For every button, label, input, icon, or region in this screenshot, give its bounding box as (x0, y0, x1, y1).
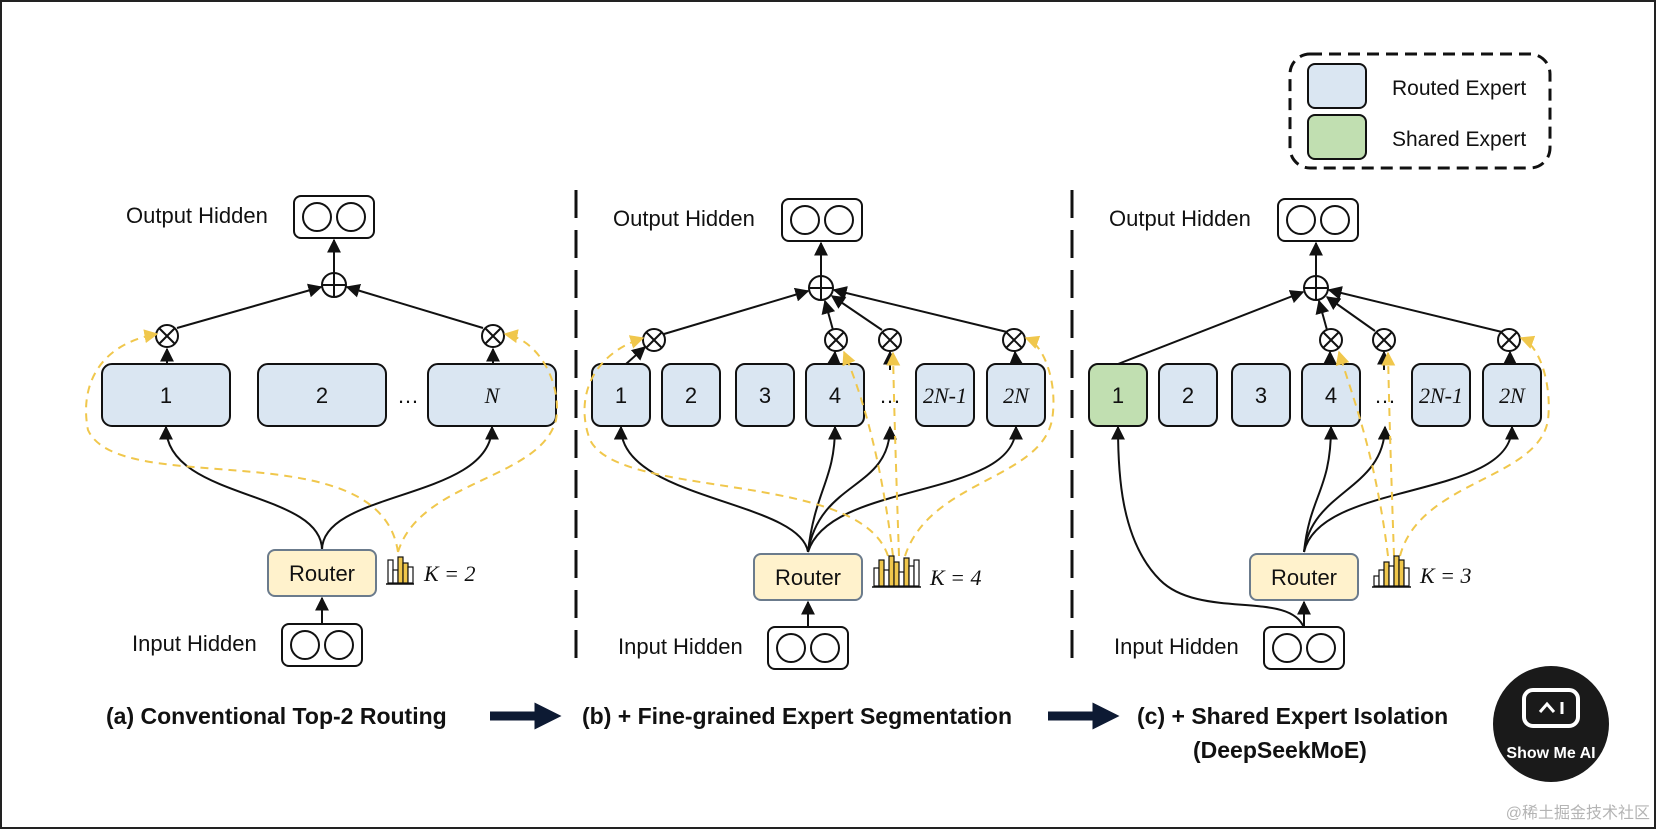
legend-routed-label: Routed Expert (1392, 77, 1526, 100)
legend-shared-label: Shared Expert (1392, 128, 1526, 151)
gate-histogram-icon (872, 555, 921, 588)
router-label: Router (775, 565, 841, 590)
legend-shared-swatch (1307, 114, 1367, 160)
robot-icon (1522, 688, 1580, 728)
output-hidden-vector (1277, 198, 1359, 242)
expert-label: 2N (1003, 383, 1030, 408)
expert-label: 2 (316, 383, 328, 408)
gate-histogram-icon (386, 556, 414, 585)
router-label: Router (1271, 565, 1337, 590)
caption-c: (c) + Shared Expert Isolation (1137, 703, 1448, 729)
expert-label: 2N-1 (923, 383, 967, 408)
multiply-node (1497, 328, 1521, 352)
k-label: K = 4 (929, 565, 982, 590)
multiply-node (155, 324, 179, 348)
routed-expert (735, 363, 795, 427)
sum-node (321, 272, 347, 298)
expert-label: 4 (829, 383, 841, 408)
watermark-badge: Show Me AI (1493, 666, 1609, 782)
expert-label: 1 (160, 383, 172, 408)
output-hidden-label: Output Hidden (126, 203, 268, 228)
corner-watermark: @稀土掘金技术社区 (1506, 804, 1650, 822)
ellipsis: … (397, 383, 419, 408)
gate-histogram-icon (1372, 555, 1411, 588)
multiply-node (642, 328, 666, 352)
input-hidden-vector (281, 623, 363, 667)
panel-a: Output Hidden 1 2 (85, 195, 558, 667)
caption-b: (b) + Fine-grained Expert Segmentation (582, 703, 1012, 729)
expert-label: 2 (1182, 383, 1194, 408)
panel-b: Output Hidden (583, 198, 1055, 670)
k-label: K = 3 (1419, 563, 1472, 588)
watermark-badge-text: Show Me AI (1506, 745, 1595, 762)
input-hidden-vector (767, 626, 849, 670)
multiply-node (1319, 328, 1343, 352)
sum-node (808, 275, 834, 301)
k-label: K = 2 (423, 561, 476, 586)
routed-expert (1231, 363, 1291, 427)
input-hidden-vector (1263, 626, 1345, 670)
input-hidden-label: Input Hidden (618, 634, 743, 659)
legend: Routed Expert Shared Expert (1288, 52, 1552, 170)
multiply-node (824, 328, 848, 352)
routed-expert (661, 363, 721, 427)
sum-node (1303, 275, 1329, 301)
output-hidden-label: Output Hidden (1109, 206, 1251, 231)
expert-label: 3 (759, 383, 771, 408)
routed-expert (1411, 363, 1471, 427)
routed-expert (1158, 363, 1218, 427)
output-hidden-vector (781, 198, 863, 242)
routed-expert (915, 363, 975, 427)
multiply-node (1002, 328, 1026, 352)
expert-label: 2N-1 (1419, 383, 1463, 408)
routed-expert (257, 363, 387, 427)
caption-c-subtitle: (DeepSeekMoE) (1193, 737, 1367, 763)
router-label: Router (289, 561, 355, 586)
legend-routed-swatch (1307, 63, 1367, 109)
legend-frame (1288, 52, 1552, 170)
expert-label: 2N (1499, 383, 1526, 408)
panel-c: Output Hidden (1088, 198, 1550, 670)
expert-label: 2 (685, 383, 697, 408)
router-box (267, 549, 377, 597)
expert-label: 3 (1255, 383, 1267, 408)
expert-label: 1 (1112, 383, 1124, 408)
ellipsis: … (1374, 383, 1396, 408)
input-hidden-label: Input Hidden (132, 631, 257, 656)
input-hidden-label: Input Hidden (1114, 634, 1239, 659)
output-hidden-label: Output Hidden (613, 206, 755, 231)
output-hidden-vector (293, 195, 375, 239)
multiply-node (878, 328, 902, 352)
multiply-node (481, 324, 505, 348)
expert-label: N (484, 383, 501, 408)
router-box (1249, 553, 1359, 601)
caption-a: (a) Conventional Top-2 Routing (106, 703, 447, 729)
multiply-node (1372, 328, 1396, 352)
ellipsis: … (879, 383, 901, 408)
router-box (753, 553, 863, 601)
expert-label: 4 (1325, 383, 1337, 408)
expert-label: 1 (615, 383, 627, 408)
